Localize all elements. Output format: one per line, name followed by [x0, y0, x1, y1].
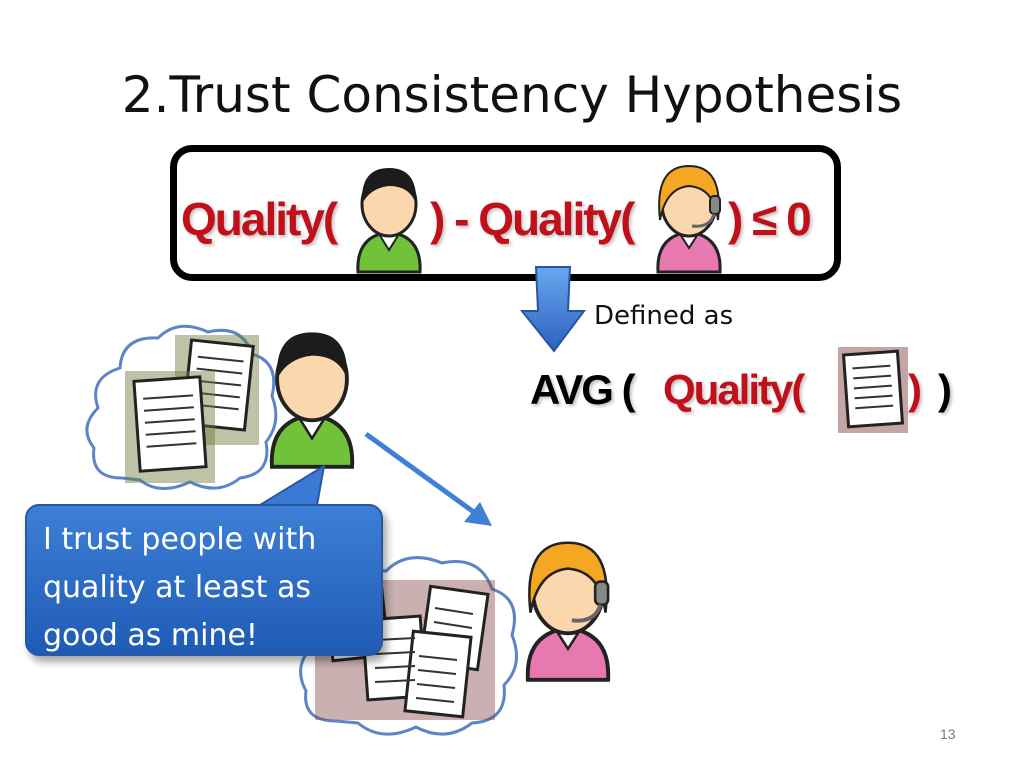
- callout-text: I trust people with quality at least as …: [43, 522, 317, 653]
- formula-minus-quality-open: ) - Quality(: [430, 193, 635, 245]
- person-green-icon: [356, 168, 422, 274]
- formula-close-leq-zero: ) ≤ 0: [728, 193, 812, 245]
- avg-quality-open: Quality(: [663, 366, 805, 413]
- person-headset-pink-icon: [656, 164, 722, 274]
- person-green-icon: [269, 332, 355, 469]
- slide-title: 2.Trust Consistency Hypothesis: [121, 66, 903, 124]
- page-number: 13: [940, 726, 956, 742]
- formula-quality-open-1: Quality(: [181, 193, 338, 245]
- speech-callout: I trust people with quality at least as …: [25, 504, 383, 656]
- arrow-diagonal-icon: [364, 431, 492, 526]
- avg-open: AVG (: [530, 366, 636, 413]
- avg-close-outer: ): [938, 366, 952, 413]
- defined-as-label: Defined as: [594, 301, 734, 331]
- person-headset-pink-icon: [525, 541, 611, 682]
- avg-close-inner: ): [908, 366, 922, 413]
- formula-box: [170, 145, 841, 281]
- document-icon: [838, 347, 908, 433]
- arrow-down-icon: [519, 266, 586, 353]
- document-stack-icon: [125, 335, 259, 483]
